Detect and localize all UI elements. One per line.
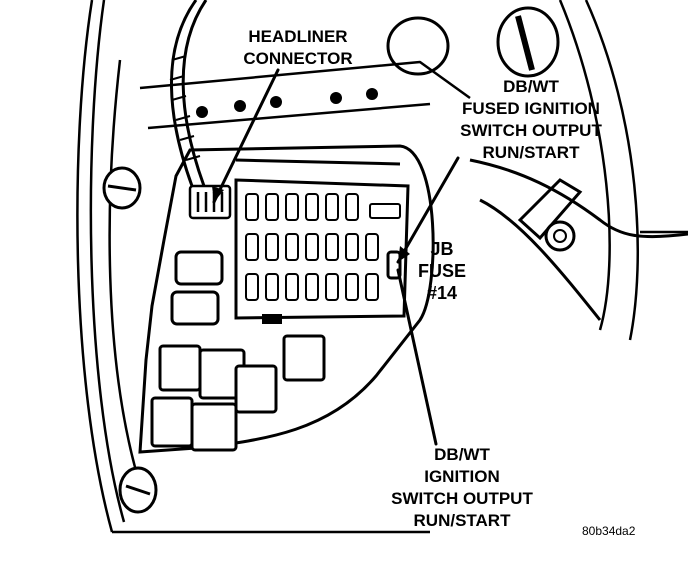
panel-edge-outer bbox=[76, 0, 114, 533]
leader-fused bbox=[396, 156, 460, 264]
fuse bbox=[285, 193, 299, 221]
fuse bbox=[345, 273, 359, 301]
upper-right-rail bbox=[558, 0, 611, 331]
fuse-panel bbox=[234, 178, 410, 320]
fuse bbox=[345, 193, 359, 221]
bracket-edge bbox=[469, 158, 688, 239]
relay-tab bbox=[262, 314, 282, 324]
junction-box-inner bbox=[235, 158, 401, 166]
upper-right-rail-2 bbox=[584, 0, 640, 341]
trim-bar bbox=[139, 60, 471, 100]
screw-slot bbox=[107, 184, 137, 192]
ignition-output-label: DB/WT IGNITION SWITCH OUTPUT RUN/START bbox=[391, 445, 533, 530]
relay bbox=[234, 364, 278, 414]
round-cover bbox=[386, 16, 450, 76]
harness-wrap bbox=[169, 55, 201, 161]
fuse bbox=[345, 233, 359, 261]
fuse bbox=[265, 233, 279, 261]
knob-slot bbox=[515, 15, 535, 71]
leader-headliner bbox=[212, 68, 280, 204]
bolt-center bbox=[553, 229, 567, 243]
mounting-bracket bbox=[517, 178, 583, 241]
fuse bbox=[305, 233, 319, 261]
harness-wire bbox=[181, 0, 208, 187]
slotted-knob bbox=[496, 6, 560, 78]
fuse bbox=[245, 233, 259, 261]
maxi-fuse bbox=[174, 250, 224, 286]
bracket-lower bbox=[479, 198, 602, 321]
connector-pins bbox=[196, 192, 224, 212]
fuse bbox=[245, 193, 259, 221]
fuse bbox=[325, 233, 339, 261]
fuse bbox=[365, 273, 379, 301]
fuse bbox=[265, 193, 279, 221]
leader-arrowhead bbox=[212, 186, 224, 202]
panel-edge-inner bbox=[89, 0, 126, 523]
maxi-fuse bbox=[170, 290, 220, 326]
fuse bbox=[285, 273, 299, 301]
fuse bbox=[325, 273, 339, 301]
fuse-slot-spare bbox=[369, 203, 401, 219]
screw-slot bbox=[125, 484, 151, 496]
fuse bbox=[245, 273, 259, 301]
trim-hole bbox=[270, 96, 282, 108]
fuse bbox=[305, 273, 319, 301]
relay bbox=[190, 402, 238, 452]
relay bbox=[158, 344, 202, 392]
headliner-connector-label: HEADLINER CONNECTOR bbox=[243, 27, 353, 68]
trim-hole bbox=[330, 92, 342, 104]
trim-hole bbox=[196, 106, 208, 118]
fuse bbox=[365, 233, 379, 261]
figure-id: 80b34da2 bbox=[582, 524, 636, 538]
fuse bbox=[305, 193, 319, 221]
jb-fuse-label: JB FUSE #14 bbox=[417, 239, 466, 303]
trim-hole bbox=[366, 88, 378, 100]
fused-ignition-output-label: DB/WT FUSED IGNITION SWITCH OUTPUT RUN/S… bbox=[460, 77, 602, 162]
trim-bar-lower bbox=[147, 102, 431, 130]
trim-hole bbox=[234, 100, 246, 112]
headliner-connector bbox=[188, 184, 232, 220]
fuse bbox=[265, 273, 279, 301]
fuse bbox=[285, 233, 299, 261]
relay bbox=[150, 396, 194, 448]
relay bbox=[282, 334, 326, 382]
leader-arrowhead bbox=[398, 246, 410, 262]
leader-ignition bbox=[396, 268, 438, 446]
panel-edge-inner2 bbox=[108, 59, 140, 479]
fuse bbox=[325, 193, 339, 221]
